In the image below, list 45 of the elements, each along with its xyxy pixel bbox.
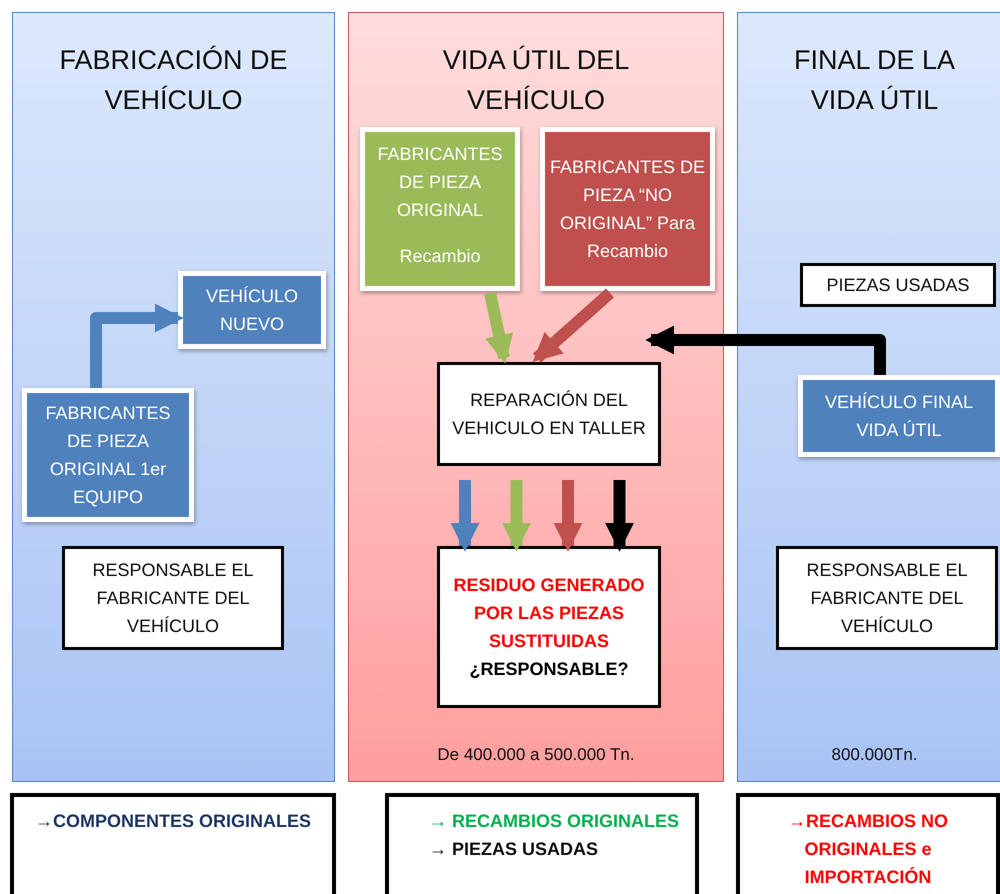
arrow [645, 326, 886, 375]
arrow [90, 304, 184, 388]
summary-box [385, 793, 699, 894]
process-box [800, 263, 996, 307]
box-label: →RECAMBIOS NO ORIGINALES e IMPORTACIÓN [786, 810, 949, 889]
box-label: REPARACIÓN DEL VEHICULO EN TALLER [451, 389, 647, 440]
process-box [62, 546, 284, 650]
process-box [798, 375, 1000, 457]
box-label: FABRICANTES DE PIEZA ORIGINAL [376, 143, 504, 222]
summary-box [10, 793, 336, 894]
column-heading: FINAL DE LA VIDA ÚTIL [792, 44, 956, 117]
column-panel [348, 12, 724, 782]
process-box [540, 127, 715, 291]
process-box [178, 271, 326, 349]
summary-box [736, 793, 1000, 894]
box-label: VEHÍCULO FINAL VIDA ÚTIL [824, 391, 974, 442]
process-box [22, 388, 194, 522]
arrow [532, 288, 614, 362]
tonnage-note: 800.000Tn. [830, 745, 918, 765]
box-label: RESPONSABLE EL FABRICANTE DEL VEHÍCULO [91, 559, 255, 638]
column-heading: FABRICACIÓN DE VEHÍCULO [58, 44, 289, 117]
arrow [554, 480, 582, 552]
box-label: RESPONSABLE EL FABRICANTE DEL VEHÍCULO [805, 559, 969, 638]
box-label: Recambio [399, 245, 481, 268]
arrow [450, 480, 480, 552]
arrow [484, 292, 514, 364]
process-box [360, 127, 520, 291]
box-label: FABRICANTES DE PIEZA ORIGINAL 1er EQUIPO [44, 402, 172, 509]
box-label: PIEZAS USADAS [826, 274, 970, 297]
process-box [776, 546, 998, 650]
column-panel [737, 12, 1000, 782]
box-label: VEHÍCULO NUEVO [204, 285, 300, 336]
process-box [437, 362, 661, 466]
arrow [502, 480, 531, 552]
tonnage-note: De 400.000 a 500.000 Tn. [436, 745, 636, 765]
column-panel [12, 12, 335, 782]
box-label: → PIEZAS USADAS [429, 838, 598, 861]
box-label: ¿RESPONSABLE? [469, 658, 628, 681]
arrow [605, 480, 634, 552]
process-box [437, 546, 661, 708]
column-heading: VIDA ÚTIL DEL VEHÍCULO [442, 44, 630, 117]
box-label: → RECAMBIOS ORIGINALES [429, 810, 680, 833]
box-label: RESIDUO GENERADO POR LAS PIEZAS SUSTITUIDAS [452, 574, 646, 653]
box-label: →COMPONENTES ORIGINALES [34, 810, 312, 833]
box-label: FABRICANTES DE PIEZA “NO ORIGINAL” Para Recambio [549, 156, 706, 263]
